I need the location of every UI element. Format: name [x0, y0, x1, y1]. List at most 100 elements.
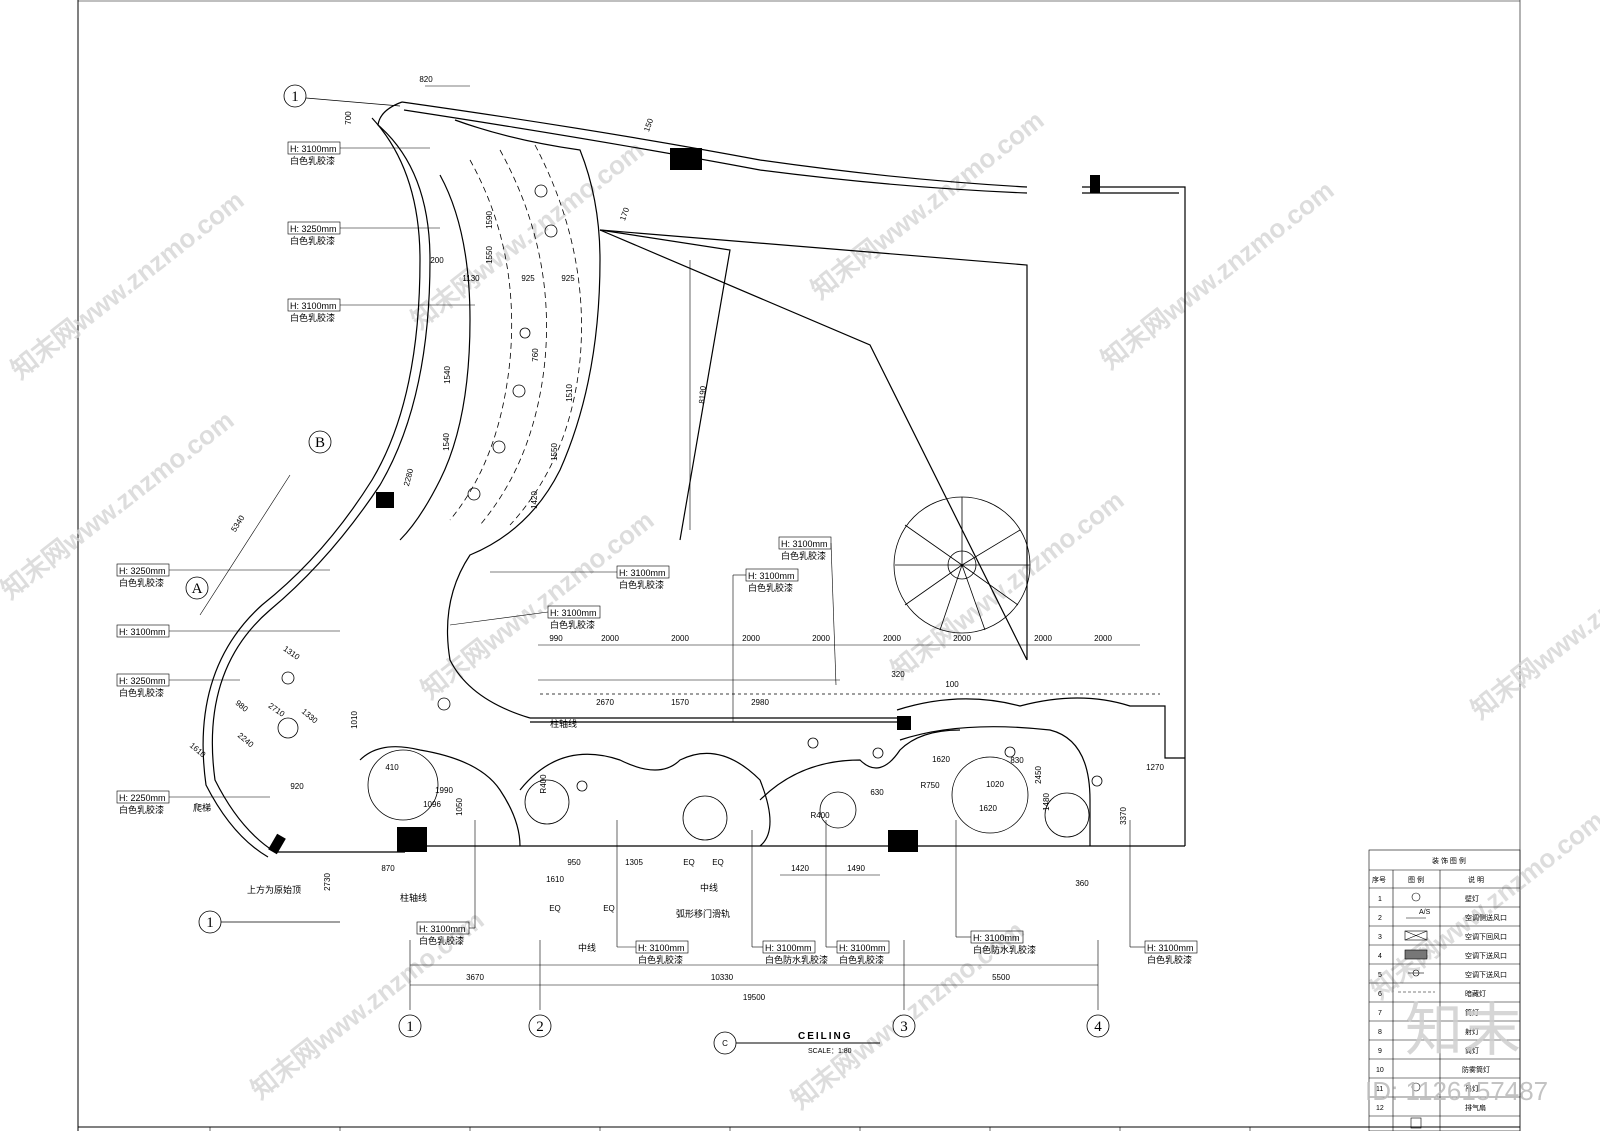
ceiling-finish: 白色乳胶漆: [1147, 954, 1192, 965]
grid-bubble: [892, 1014, 916, 1038]
dim-label: 100: [945, 680, 959, 689]
exhaust-fan-icon: [1410, 1117, 1422, 1129]
legend-row-no: 7: [1378, 1010, 1382, 1017]
legend-row-desc: 射灯: [1465, 1027, 1479, 1036]
dim-label: R400: [539, 774, 548, 794]
dim-label: 630: [870, 788, 884, 797]
axis-label-a: A: [192, 581, 203, 597]
note-column-axis-2: 柱轴线: [400, 892, 427, 903]
dim-label: R750: [920, 781, 940, 790]
dim-label: 2240: [236, 731, 256, 750]
dim-label: 1130: [462, 274, 480, 283]
ceiling-finish: 白色防水乳胶漆: [973, 944, 1036, 955]
ceiling-finish: 白色乳胶漆: [638, 954, 683, 965]
legend-row-no: 11: [1376, 1086, 1383, 1093]
dim-label: 2980: [751, 698, 769, 707]
ceiling-finish: 白色乳胶漆: [119, 804, 164, 815]
legend-row-desc: 筒灯: [1465, 1046, 1479, 1055]
spiral-staircase: [893, 496, 1031, 634]
legend-row-desc: 空调下送风口: [1465, 970, 1507, 979]
ceiling-height: H: 3100mm: [748, 571, 795, 581]
dim-label: 3370: [1119, 807, 1128, 825]
dim-label: EQ: [712, 858, 724, 867]
dim-label: 1550: [550, 443, 559, 461]
axis-label-1: 1: [291, 89, 299, 105]
site-logo: 知末 ID: 1126157487: [1365, 998, 1548, 1106]
dim-label: 1420: [530, 491, 539, 509]
dim-label: 2730: [323, 873, 332, 891]
dim-label: 1540: [442, 433, 451, 451]
dim-label: 1590: [485, 211, 494, 229]
dim-label: 2280: [402, 467, 415, 487]
dim-label: 980: [234, 698, 250, 714]
misc-dimension-labels: 820 700 150 170 8190 200 1590 1550 1540 …: [188, 75, 1165, 913]
legend-row-no: 12: [1376, 1105, 1384, 1112]
dim-label: 2450: [1034, 766, 1043, 784]
dim-label: 920: [290, 782, 304, 791]
legend-col-symbol: 图 例: [1408, 875, 1424, 884]
dim-label: EQ: [683, 858, 695, 867]
ceiling-height: H: 3100mm: [781, 539, 828, 549]
ceiling-height-tags: [116, 141, 1198, 954]
supply-vent-icon: [1404, 949, 1428, 960]
grid-bubble: [1086, 1014, 1110, 1038]
dim-label: 360: [1075, 879, 1089, 888]
bottom-title-bar: [209, 1127, 1251, 1131]
dim-label: 1990: [435, 786, 453, 795]
dim-label: 8190: [697, 385, 708, 404]
building-outline: [202, 101, 1186, 858]
dim-label: 1510: [565, 384, 574, 402]
note-climb-ladder: 爬梯: [193, 802, 211, 813]
ceiling-height: H: 3100mm: [290, 301, 337, 311]
axis-label-1-bottom: 1: [206, 915, 214, 931]
ceiling-finish: 白色乳胶漆: [119, 687, 164, 698]
legend-row-no: 9: [1378, 1048, 1382, 1055]
ceiling-finish: 白色乳胶漆: [781, 550, 826, 561]
ceiling-finish: 白色乳胶漆: [419, 935, 464, 946]
grid-bubble: [528, 1014, 552, 1038]
legend-row-no: 6: [1378, 991, 1382, 998]
watermark-text: 知末网www.znzmo.com: [1465, 525, 1600, 725]
ceiling-finish: 白色乳胶漆: [290, 155, 335, 166]
grid-bubble: [398, 1014, 422, 1038]
ceiling-finish: 白色乳胶漆: [290, 312, 335, 323]
legend-text: 装 饰 图 例 序号 图 例 说 明 A/S 1 壁灯 2 空调侧送风口 3 空…: [1372, 856, 1507, 1112]
axis-label-2: 2: [536, 1019, 544, 1035]
dim-label: 2000: [742, 634, 760, 643]
dim-label: 2710: [267, 701, 287, 719]
dim-label: 150: [642, 117, 655, 133]
dim-label: 2000: [1034, 634, 1052, 643]
watermark-text: 知末网www.znzmo.com: [805, 105, 1049, 305]
ceiling-finish: 白色乳胶漆: [619, 579, 664, 590]
dim-label: 925: [521, 274, 535, 283]
dim-label: 1010: [350, 711, 359, 729]
dim-label: 2000: [883, 634, 901, 643]
ceiling-finish: 白色防水乳胶漆: [765, 954, 828, 965]
dim-label: 1610: [188, 741, 208, 760]
dimension-lines: [199, 85, 1140, 1010]
legend-row-desc: 防雾筒灯: [1462, 1065, 1490, 1074]
dim-label: 1610: [546, 875, 564, 884]
ceiling-finish: 白色乳胶漆: [748, 582, 793, 593]
dim-label: 1330: [300, 707, 320, 726]
dim-label: 2000: [812, 634, 830, 643]
dim-19500: 19500: [743, 993, 766, 1002]
drawing-scale: SCALE：1:80: [808, 1048, 852, 1055]
ceiling-height: H: 3100mm: [1147, 943, 1194, 953]
axis-label-1-horizontal: 1: [406, 1019, 414, 1035]
grid-axes: [185, 84, 1110, 1038]
ceiling-height: H: 3100mm: [550, 608, 597, 618]
dim-label: 1550: [485, 246, 494, 264]
dim-label: 950: [567, 858, 581, 867]
dim-label: 1050: [455, 798, 464, 816]
dim-label: 700: [344, 111, 353, 125]
dim-label: 925: [561, 274, 575, 283]
dim-label: 990: [549, 634, 563, 643]
id-text: ID: 1126157487: [1365, 1076, 1548, 1106]
dim-label: 1020: [986, 780, 1004, 789]
ceiling-height: H: 3100mm: [119, 627, 166, 637]
dim-label: 1540: [443, 366, 452, 384]
legend-col-no: 序号: [1372, 875, 1386, 884]
legend-row-no: 8: [1378, 1029, 1382, 1036]
